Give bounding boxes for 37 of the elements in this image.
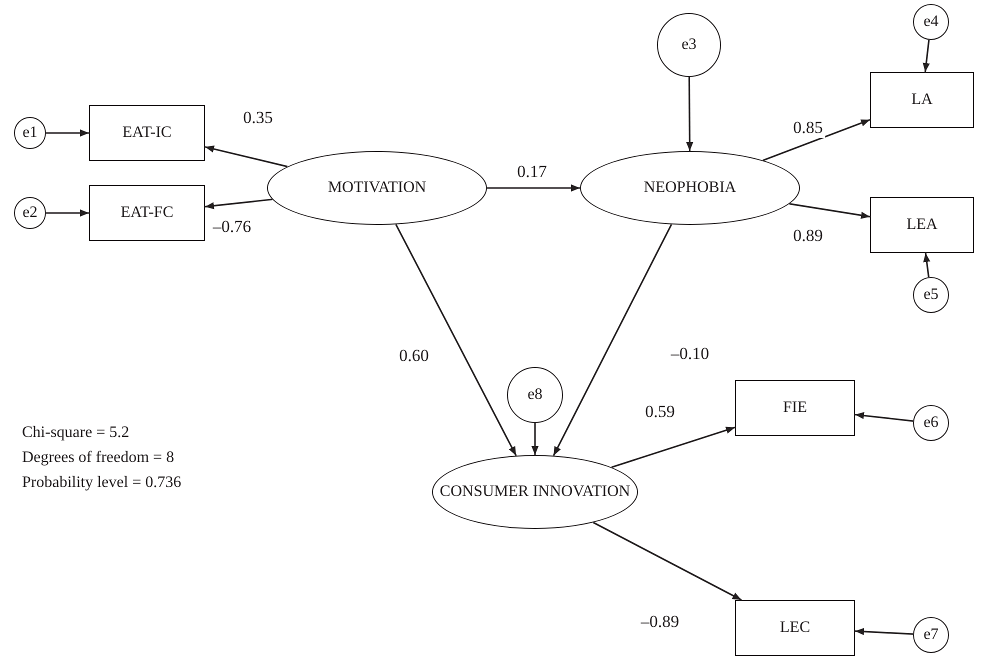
variable-box: LEA [870, 197, 974, 253]
arrow [762, 118, 870, 162]
fit-statistic: Degrees of freedom = 8 [22, 449, 176, 467]
fit-statistic: Chi-square = 5.2 [22, 424, 130, 442]
arrow [204, 145, 288, 168]
arrow [923, 252, 930, 278]
arrow [854, 628, 914, 636]
error-circle: e1 [14, 117, 46, 149]
arrow [552, 224, 672, 456]
error-circle: e6 [913, 405, 949, 441]
arrow [592, 522, 742, 601]
variable-box: LEC [735, 600, 855, 656]
latent-ellipse: MOTIVATION [267, 151, 487, 225]
variable-box: EAT-FC [89, 185, 205, 241]
error-circle: e7 [913, 617, 949, 653]
arrow [531, 423, 539, 455]
arrow [611, 426, 736, 468]
variable-box: FIE [735, 380, 855, 436]
error-circle: e8 [507, 367, 563, 423]
error-circle: e5 [913, 277, 949, 313]
arrow [922, 40, 930, 72]
latent-ellipse: NEOPHOBIA [580, 151, 800, 225]
arrow [854, 412, 914, 422]
arrow [487, 184, 580, 192]
arrow [46, 209, 89, 217]
latent-ellipse: CONSUMER INNOVATION [432, 455, 638, 529]
arrow [46, 129, 89, 137]
variable-box: EAT-IC [89, 105, 205, 161]
fit-statistic: Probability level = 0.736 [22, 474, 182, 492]
error-circle: e2 [14, 197, 46, 229]
variable-box: LA [870, 72, 974, 128]
error-circle: e4 [913, 4, 949, 40]
error-circle: e3 [657, 13, 721, 77]
arrow [686, 77, 694, 151]
arrow [789, 203, 870, 219]
arrow [395, 224, 517, 456]
arrow [204, 198, 272, 210]
